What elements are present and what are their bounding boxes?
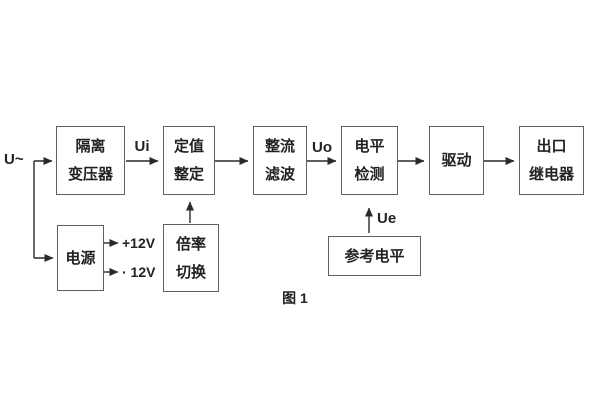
block-label-line: 继电器 <box>528 166 574 183</box>
block-label-line: 驱动 <box>441 152 472 169</box>
block-output-relay: 出口 继电器 <box>519 126 584 195</box>
block-isolation-transformer: 隔离 变压器 <box>56 126 125 195</box>
block-label-line: 整定 <box>173 166 204 183</box>
block-label-line: 检测 <box>354 166 385 183</box>
block-level-detection: 电平 检测 <box>341 126 398 195</box>
label-input-ac: U~ <box>4 151 24 168</box>
block-label-line: 整流 <box>264 138 295 155</box>
block-label-line: 滤波 <box>264 166 295 183</box>
block-label-line: 参考电平 <box>344 247 405 265</box>
block-power-supply: 电源 <box>57 225 104 291</box>
figure-caption: 图 1 <box>282 290 308 306</box>
label-ue: Ue <box>377 210 397 227</box>
label-rail-negative: · 12V <box>122 264 156 280</box>
block-label-line: 出口 <box>536 138 567 155</box>
label-rail-positive: +12V <box>122 235 156 251</box>
block-label-line: 隔离 <box>75 138 106 155</box>
block-label-line: 变压器 <box>67 166 113 183</box>
block-setpoint-setting: 定值 整定 <box>163 126 215 195</box>
block-label-line: 电平 <box>354 138 385 155</box>
block-driver: 驱动 <box>429 126 484 195</box>
block-label-line: 电源 <box>65 249 96 267</box>
block-rectifier-filter: 整流 滤波 <box>253 126 307 195</box>
block-reference-level: 参考电平 <box>328 236 421 276</box>
block-multiplier-switching: 倍率 切换 <box>163 224 219 292</box>
label-ui: Ui <box>134 138 150 155</box>
label-uo: Uo <box>312 139 332 156</box>
block-label-line: 定值 <box>173 138 204 155</box>
block-label-line: 切换 <box>175 263 206 281</box>
block-label-line: 倍率 <box>175 235 206 253</box>
